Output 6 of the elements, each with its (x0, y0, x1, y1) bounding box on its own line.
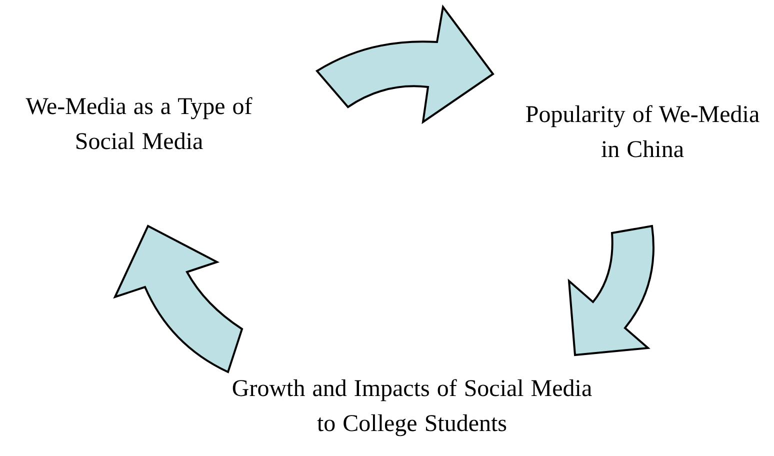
stage-label: Popularity of We-Media in China (520, 98, 765, 168)
curved-block-arrow (316, 6, 494, 123)
curved-block-arrow (114, 225, 243, 373)
stage-label: We-Media as a Type of Social Media (8, 90, 270, 160)
curved-block-arrow (568, 225, 654, 356)
stage-label: Growth and Impacts of Social Media to College Students (222, 372, 602, 442)
